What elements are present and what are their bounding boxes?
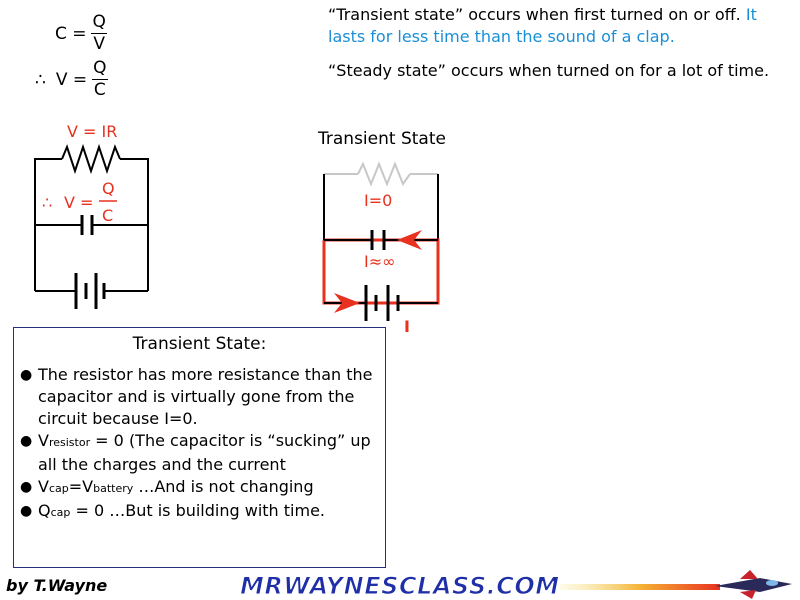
- info-box-title: Transient State:: [132, 334, 267, 354]
- footer-logo-banner: MRWAYNESCLASS.COM: [240, 570, 792, 600]
- formula-v-fraction: Q C: [91, 60, 108, 99]
- logo-speed-streak: [560, 584, 720, 590]
- formula-c-denominator: V: [91, 33, 108, 54]
- bullet-vbattery-subscript: battery: [93, 482, 134, 495]
- bullet-v-resistor-text: = 0 (The capacitor is “sucking” up all t…: [38, 431, 371, 474]
- formula-v-numerator: Q: [93, 58, 107, 78]
- info-box-bullets: ● The resistor has more resistance than …: [20, 364, 381, 524]
- left-top-wire-right: [120, 158, 149, 225]
- right-resistor-current: I=0: [364, 191, 392, 210]
- bullet-q-symbol: Q: [38, 501, 51, 520]
- left-resistor-label: V = IR: [67, 122, 117, 141]
- bullet-dot-icon: ●: [20, 503, 33, 519]
- bullet-v-cap: ● Vcap=Vbattery …And is not changing: [20, 476, 381, 500]
- transient-text-black: “Transient state” occurs when first turn…: [328, 5, 741, 24]
- site-logo-text: MRWAYNESCLASS.COM: [240, 572, 560, 600]
- transient-description: “Transient state” occurs when first turn…: [328, 4, 793, 48]
- left-cap-lhs: V =: [64, 193, 93, 212]
- bullet-resistor: ● The resistor has more resistance than …: [20, 364, 381, 430]
- circuit-left-diagram: V = IR ∴ V = Q C: [34, 122, 149, 309]
- formula-v-denominator: C: [91, 79, 108, 100]
- formula-capacitance: C = Q V: [55, 14, 108, 53]
- steady-description: “Steady state” occurs when turned on for…: [328, 61, 770, 80]
- formula-c-fraction: Q V: [91, 14, 108, 53]
- bullet-vcap-text: …And is not changing: [133, 477, 314, 496]
- bullet-dot-icon: ●: [20, 367, 33, 383]
- bullet-v-subscript: resistor: [48, 436, 91, 449]
- formula-c-numerator: Q: [92, 12, 106, 32]
- right-current-label: I: [404, 317, 410, 336]
- bullet-v-resistor: ● Vresistor = 0 (The capacitor is “sucki…: [20, 430, 381, 476]
- bullet-resistor-text: The resistor has more resistance than th…: [38, 365, 373, 428]
- formula-voltage: ∴ V = Q C: [35, 60, 109, 99]
- bullet-vcap-symbol: V: [38, 477, 49, 496]
- left-resistor-zigzag: [61, 143, 121, 175]
- bullet-vcap-subscript: cap: [48, 482, 69, 495]
- right-capacitor-current: I≈∞: [364, 252, 395, 271]
- bullet-q-cap: ● Qcap = 0 …But is building with time.: [20, 500, 381, 524]
- transient-text-blue: It lasts for less time than the sound of…: [328, 5, 757, 46]
- rocket-icon: [715, 570, 792, 599]
- left-cap-therefore: ∴: [42, 193, 52, 212]
- right-circuit-title: Transient State: [317, 129, 446, 149]
- bullet-v-symbol: V: [38, 431, 49, 450]
- bullet-dot-icon: ●: [20, 433, 33, 449]
- right-current-arrow-top: [397, 230, 422, 250]
- transient-info-box: Transient State: ● The resistor has more…: [13, 327, 386, 568]
- right-current-arrow-bottom: [334, 293, 360, 313]
- therefore-symbol: ∴: [35, 69, 46, 90]
- right-faded-resistor: [357, 161, 411, 187]
- bullet-dot-icon: ●: [20, 479, 33, 495]
- formula-v-lhs: V =: [55, 69, 88, 90]
- bullet-q-text: = 0 …But is building with time.: [70, 501, 325, 520]
- formula-c-lhs: C =: [55, 23, 87, 44]
- author-credit: by T.Wayne: [6, 576, 108, 595]
- bullet-q-subscript: cap: [50, 506, 71, 519]
- left-top-wire: [34, 158, 62, 160]
- left-cap-numerator: Q: [102, 179, 115, 198]
- left-cap-denominator: C: [102, 206, 113, 225]
- circuit-right-diagram: Transient State I=0 I≈∞ I: [317, 129, 446, 336]
- bullet-vcap-equals: =V: [68, 477, 94, 496]
